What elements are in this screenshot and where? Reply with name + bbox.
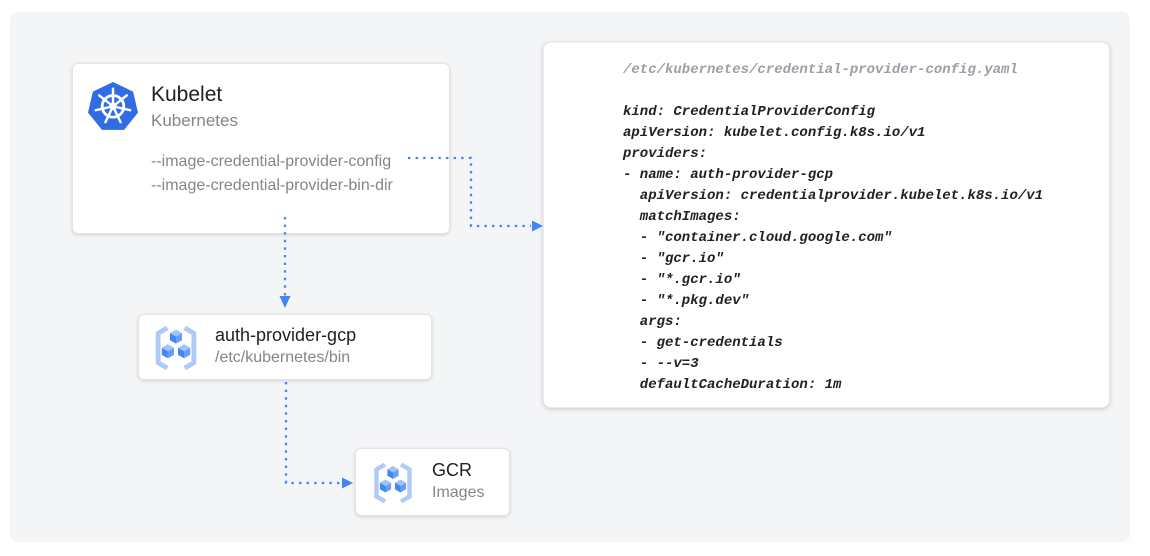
code-line: apiVersion: kubelet.config.k8s.io/v1 xyxy=(623,125,926,141)
auth-provider-gcp-path: /etc/kubernetes/bin xyxy=(215,349,351,366)
gcr-title: GCR xyxy=(432,460,472,480)
kubelet-title: Kubelet xyxy=(151,83,223,106)
code-line: - "*.gcr.io" xyxy=(623,272,741,288)
code-line: - name: auth-provider-gcp xyxy=(623,167,834,183)
code-line: args: xyxy=(623,314,682,330)
code-line: - --v=3 xyxy=(623,356,699,372)
flag-image-credential-provider-bin-dir: --image-credential-provider-bin-dir xyxy=(151,177,393,194)
code-line: matchImages: xyxy=(623,209,741,225)
kubernetes-logo-icon xyxy=(86,80,140,134)
auth-provider-gcp-title: auth-provider-gcp xyxy=(215,325,357,345)
code-line: - get-credentials xyxy=(623,335,783,351)
kubelet-node: Kubelet Kubernetes --image-credential-pr… xyxy=(72,63,450,234)
container-registry-icon xyxy=(369,459,417,507)
kubelet-subtitle: Kubernetes xyxy=(151,111,238,130)
flag-image-credential-provider-config: --image-credential-provider-config xyxy=(151,153,392,170)
code-line: defaultCacheDuration: 1m xyxy=(623,377,842,393)
code-blank-line xyxy=(623,81,1099,102)
container-registry-icon xyxy=(150,322,202,374)
code-line: - "gcr.io" xyxy=(623,251,724,267)
code-line: kind: CredentialProviderConfig xyxy=(623,104,876,120)
code-line: - "*.pkg.dev" xyxy=(623,293,750,309)
config-filename: /etc/kubernetes/credential-provider-conf… xyxy=(623,62,1018,78)
kubelet-flags: --image-credential-provider-config --ima… xyxy=(151,150,393,198)
code-line: providers: xyxy=(623,146,708,162)
gcr-node: GCR Images xyxy=(355,448,510,516)
code-line: - "container.cloud.google.com" xyxy=(623,230,892,246)
auth-provider-gcp-node: auth-provider-gcp /etc/kubernetes/bin xyxy=(138,314,432,380)
credential-provider-config-panel: /etc/kubernetes/credential-provider-conf… xyxy=(543,42,1110,408)
gcr-subtitle: Images xyxy=(432,484,485,501)
code-line: apiVersion: credentialprovider.kubelet.k… xyxy=(623,188,1044,204)
